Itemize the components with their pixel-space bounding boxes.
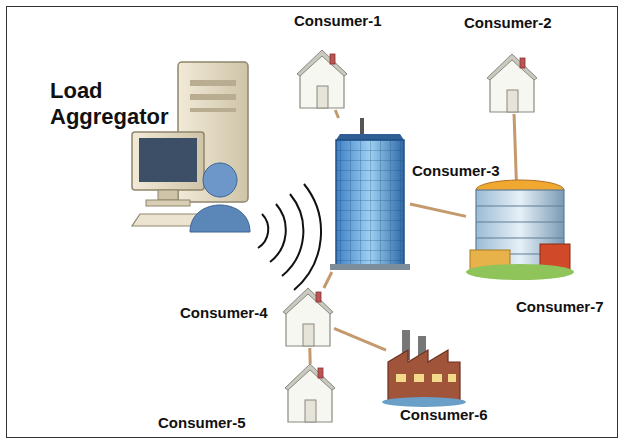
consumer-node: Consumer-5: [286, 364, 336, 424]
node-label: Consumer-5: [158, 414, 246, 431]
node-label: Consumer-4: [180, 304, 268, 321]
consumer-node: Consumer-6: [386, 330, 462, 402]
node-label: Consumer-1: [294, 12, 382, 29]
node-label: Consumer-7: [516, 298, 604, 315]
network-link: [335, 110, 338, 118]
network-link: [309, 348, 310, 364]
aggregator-node: Load Aggregator: [130, 60, 254, 232]
network-link: [514, 114, 516, 180]
node-label: Consumer-6: [400, 406, 488, 423]
network-link: [410, 204, 466, 216]
consumer-node: Consumer-7: [466, 180, 570, 276]
node-label: Consumer-2: [464, 14, 552, 31]
network-link: [324, 272, 332, 288]
consumer-node: Consumer-4: [284, 288, 334, 348]
node-label: Load Aggregator: [50, 78, 174, 131]
consumer-node: Consumer-2: [488, 54, 538, 114]
consumer-node: Consumer-1: [298, 50, 348, 110]
network-link: [334, 328, 386, 350]
consumer-node: Consumer-3: [330, 118, 410, 272]
node-label: Consumer-3: [412, 162, 500, 179]
